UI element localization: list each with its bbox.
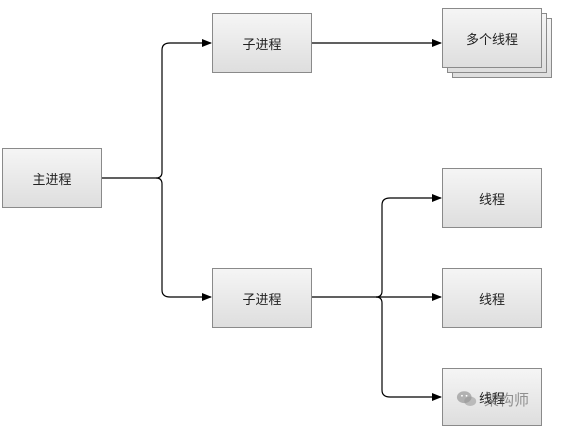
main-process-label: 主进程 xyxy=(32,172,72,188)
multi-threads-node: 多个线程 xyxy=(442,8,542,68)
main-process-node: 主进程 xyxy=(2,148,102,208)
edge-main-to-child2 xyxy=(155,177,212,301)
child-process-node-1: 子进程 xyxy=(212,13,312,73)
edge-main-to-child1 xyxy=(155,39,212,179)
child-process-label-1: 子进程 xyxy=(242,37,282,53)
watermark: 架构师 xyxy=(456,388,529,410)
watermark-text: 架构师 xyxy=(484,390,530,409)
thread-label-2: 线程 xyxy=(478,292,505,308)
child-process-label-2: 子进程 xyxy=(242,292,282,308)
thread-node-1: 线程 xyxy=(442,168,542,228)
thread-node-2: 线程 xyxy=(442,268,542,328)
wechat-icon xyxy=(456,391,477,407)
edge-child2-to-thread3 xyxy=(375,296,442,401)
thread-label-1: 线程 xyxy=(478,192,505,208)
thread-label-3: 线程 xyxy=(478,391,505,407)
multi-threads-label: 多个线程 xyxy=(465,32,518,48)
child-process-node-2: 子进程 xyxy=(212,268,312,328)
edge-child2-to-thread1 xyxy=(375,194,442,298)
